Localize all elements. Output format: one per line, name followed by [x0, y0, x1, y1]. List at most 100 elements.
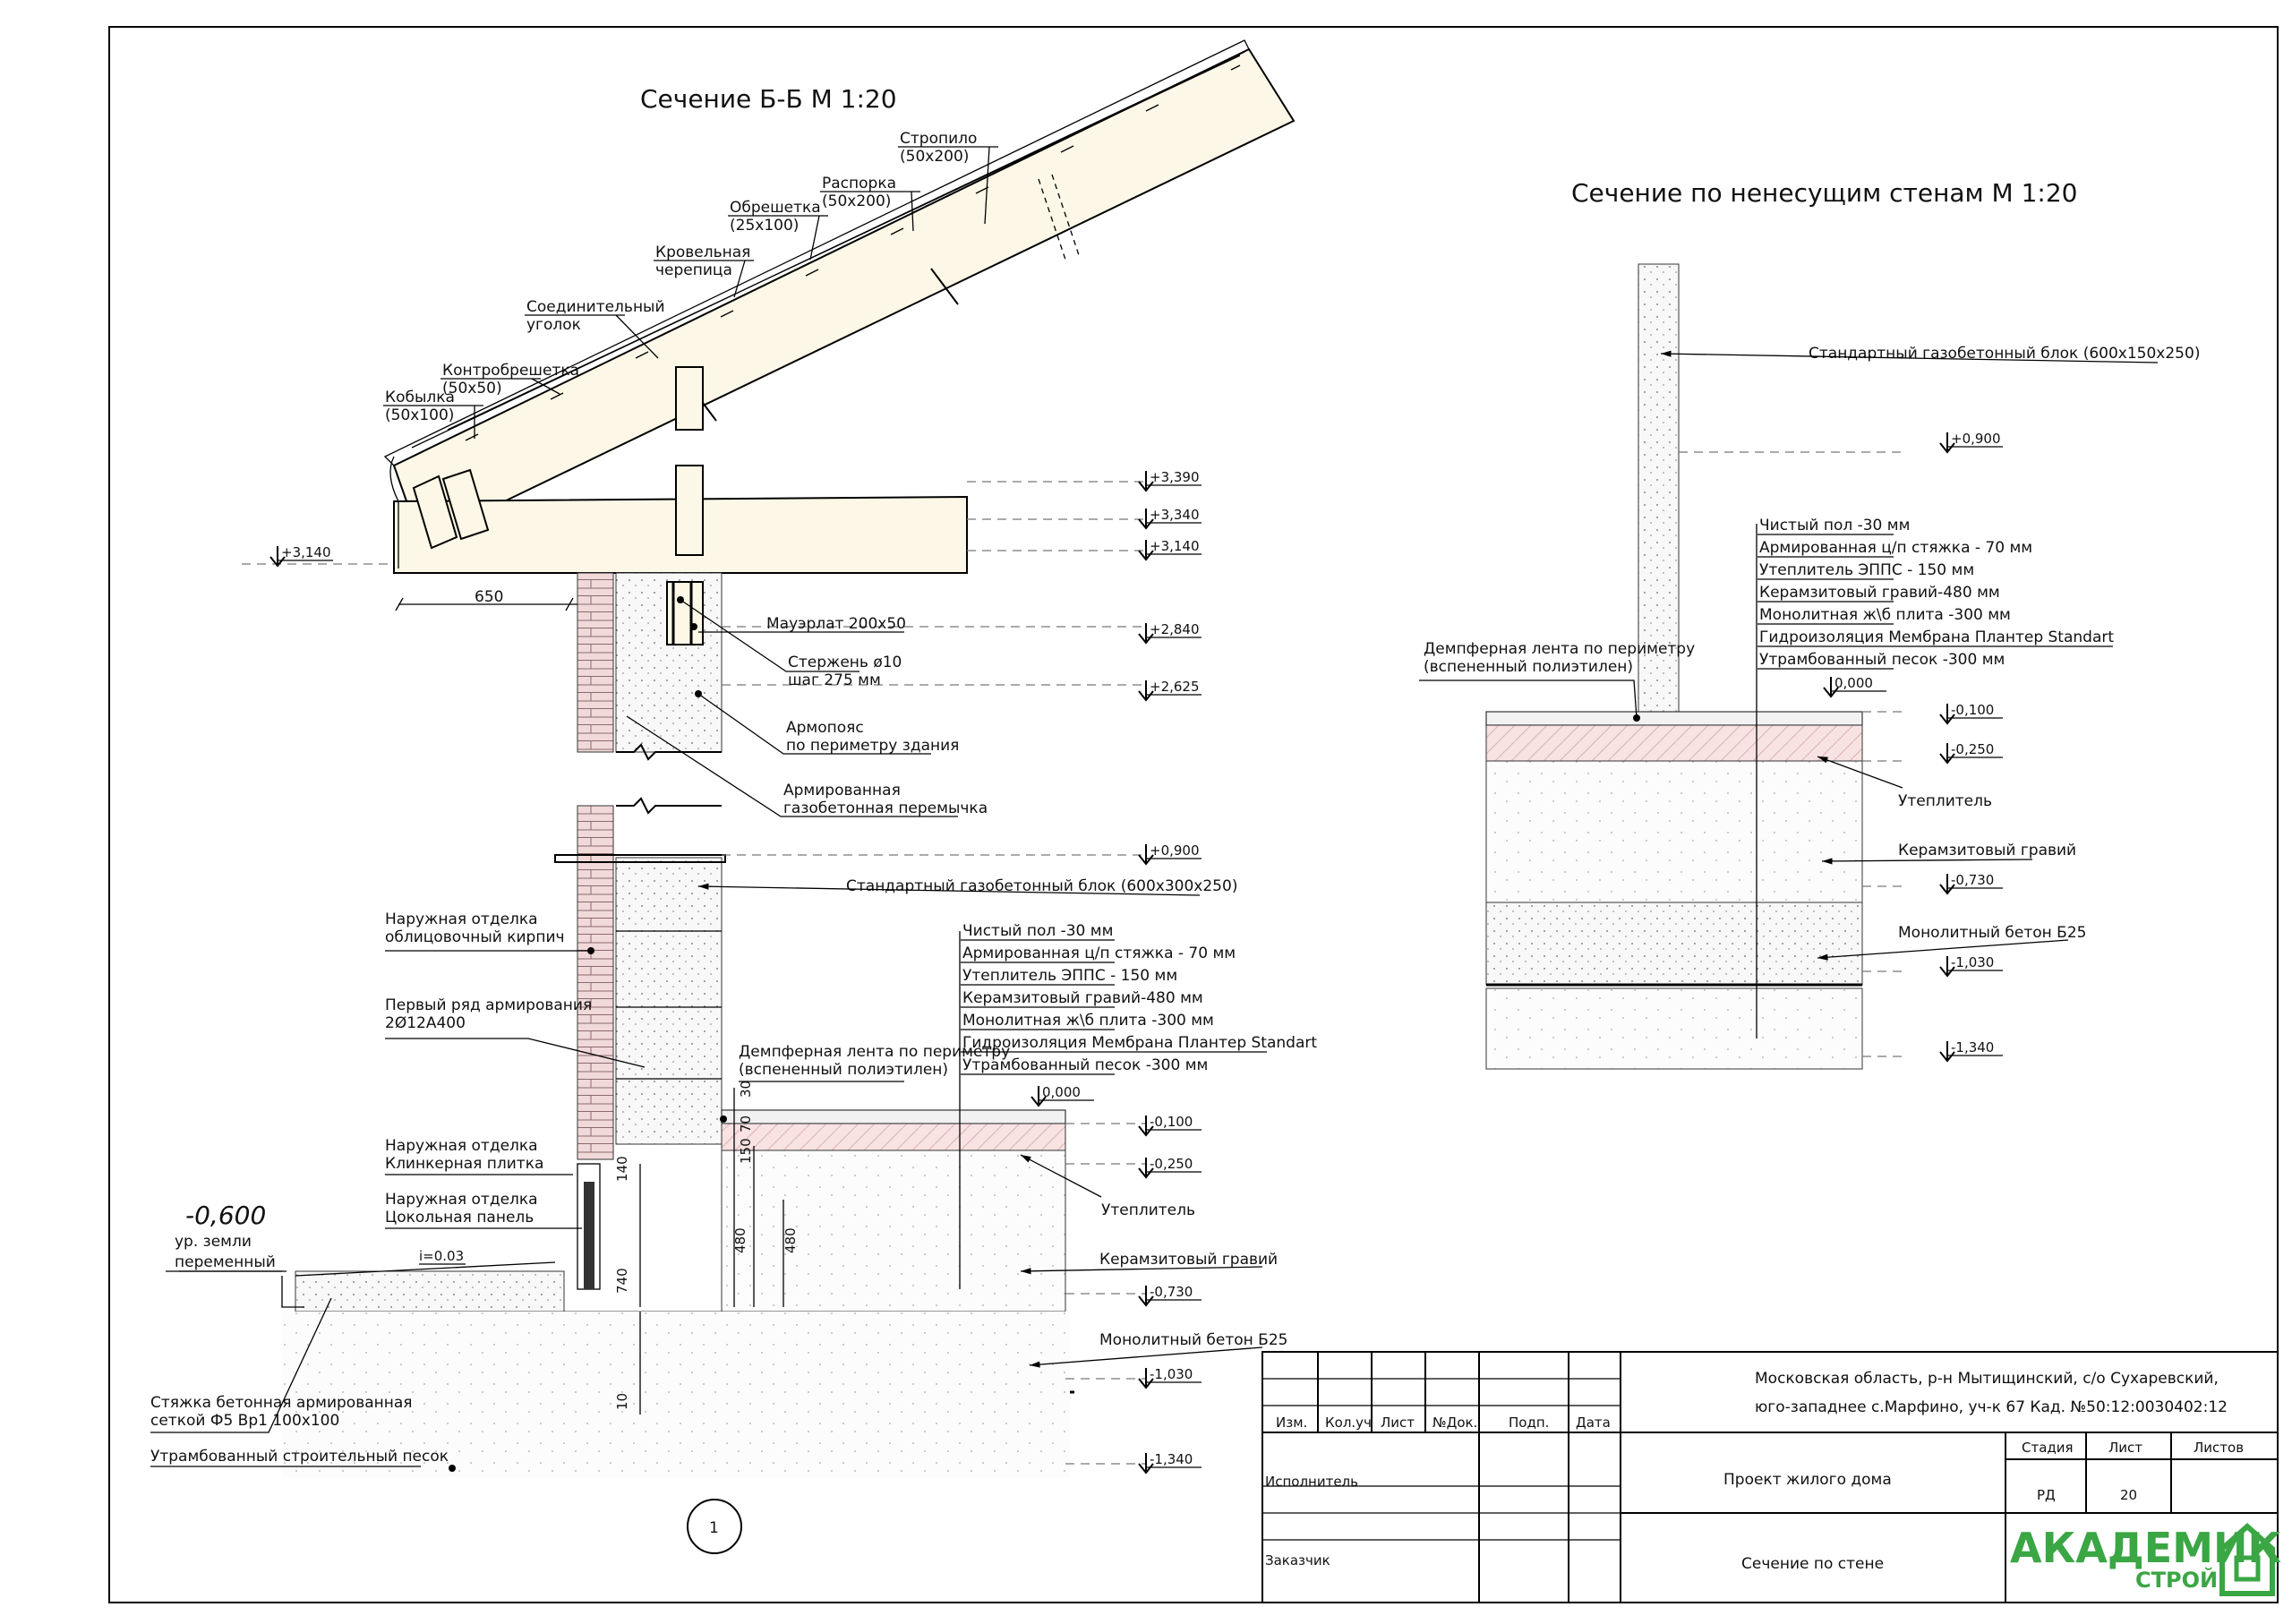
filly-boards [412, 468, 490, 550]
title-block [1261, 1351, 2279, 1603]
roof-label-strut-1: Распорка [822, 175, 896, 192]
label-lintel-1: Армированная [783, 782, 901, 799]
level-left-0: +3,390 [1150, 469, 1200, 485]
level-left-6: 0,000 [1042, 1084, 1081, 1100]
roof-label-counter_batten-2: (50х50) [442, 380, 502, 397]
level-right-4: -0,730 [1951, 872, 1994, 888]
floor-stack-right-4: Монолитная ж\б плита -300 мм [1759, 606, 2011, 624]
tb-h-podp: Подп. [1509, 1415, 1549, 1431]
floor-stack-left-6: Утрамбованный песок -300 мм [962, 1056, 1208, 1074]
roof-label-tile-2: черепица [655, 261, 732, 279]
tb-stage: РД [2037, 1487, 2056, 1503]
tb-h-izm: Изм. [1276, 1415, 1307, 1431]
left-wall-lower [554, 797, 726, 1290]
label-armbelt-1: Армопояс [786, 719, 864, 737]
tb-address-1: Московская область, р-н Мытищинский, с/о… [1755, 1370, 2219, 1388]
label-mauerlat: Мауэрлат 200х50 [766, 615, 906, 633]
tb-sheet: 20 [2120, 1487, 2137, 1503]
label-brick-2: облицовочный кирпич [385, 928, 565, 946]
roof [383, 39, 1296, 574]
tb-customer: Заказчик [1265, 1552, 1330, 1568]
level-left-8: -0,250 [1150, 1156, 1193, 1172]
post [675, 465, 704, 556]
dim-1: 70 [738, 1115, 754, 1133]
dim-5: 140 [614, 1156, 630, 1182]
logo: АКАДЕМИК СТРОЙ [2010, 1522, 2281, 1596]
annotations: Стропило(50х200)Распорка(50х200)Обрешетк… [150, 130, 2200, 1474]
levels-left [242, 481, 1146, 1465]
tb-sheet-label: Лист [2108, 1440, 2142, 1456]
label-slope: i=0.03 [419, 1248, 464, 1264]
label-clinker-2: Клинкерная плитка [385, 1155, 543, 1173]
logo-line2: СТРОЙ [2135, 1567, 2218, 1593]
floor-stack-right-6: Утрамбованный песок -300 мм [1759, 651, 2005, 669]
label-plinth-2: Цокольная панель [385, 1209, 534, 1227]
left-wall-upper [577, 572, 723, 761]
level-eave: +3,140 [281, 544, 331, 560]
level-right-5: -1,030 [1951, 954, 1994, 970]
floor-stack-left-1: Армированная ц/п стяжка - 70 мм [962, 944, 1236, 962]
dim-7: 10 [614, 1393, 630, 1410]
tb-address-2: юго-западнее с.Марфино, уч-к 67 Кад. №50… [1755, 1398, 2228, 1416]
dim-6: 740 [614, 1268, 630, 1294]
logo-house-icon [2219, 1522, 2275, 1596]
floor-layers-left [179, 1109, 1074, 1477]
overhang-dim [395, 597, 577, 611]
level-left-2: +3,140 [1150, 538, 1200, 554]
label-damper-right-2: (вспененный полиэтилен) [1424, 658, 1633, 676]
title-section-bb: Сечение Б-Б М 1:20 [640, 84, 897, 114]
label-damper-left-2: (вспененный полиэтилен) [739, 1061, 948, 1079]
floor-stack-left-5: Гидроизоляция Мембрана Плантер Standart [962, 1034, 1317, 1052]
level-left-1: +3,340 [1150, 507, 1200, 523]
roof-label-rafter-1: Стропило [900, 130, 977, 148]
roof-label-filly-2: (50х100) [385, 406, 454, 424]
tb-stage-label: Стадия [2022, 1440, 2074, 1456]
label-concrete-left: Монолитный бетон Б25 [1099, 1331, 1287, 1349]
level-left-3: +2,840 [1150, 621, 1200, 637]
dim-2: 150 [738, 1138, 754, 1164]
roof-label-batten-2: (25х100) [730, 217, 799, 235]
label-first-row-2: 2Ø12А400 [385, 1014, 466, 1032]
tb-sheet-title: Сечение по стене [1741, 1555, 1884, 1573]
axis-bubble [687, 1499, 742, 1554]
roof-label-rafter-2: (50х200) [900, 148, 969, 166]
axis-label: 1 [709, 1519, 719, 1537]
level-right-3: -0,250 [1951, 741, 1994, 757]
label-gravel-left: Керамзитовый гравий [1099, 1251, 1278, 1269]
roof-label-counter_batten-1: Контробрешетка [442, 362, 579, 380]
dim-3: 480 [732, 1227, 748, 1253]
level-left-9: -0,730 [1150, 1284, 1193, 1300]
roof-label-batten-1: Обрешетка [730, 199, 821, 217]
level-left-4: +2,625 [1150, 679, 1200, 695]
floor-stack-left-0: Чистый пол -30 мм [962, 922, 1113, 940]
label-ground-level: -0,600 [185, 1201, 266, 1230]
sheet-frame [108, 26, 2279, 1603]
tb-h-date: Дата [1576, 1415, 1611, 1431]
label-ground-1: ур. земли [175, 1233, 252, 1251]
strut-post [675, 366, 704, 431]
label-damper-left-1: Демпферная лента по периметру [739, 1043, 1010, 1061]
label-insulation-right: Утеплитель [1898, 792, 1992, 810]
level-right-0: +0,900 [1951, 431, 2001, 447]
label-clinker-1: Наружная отделка [385, 1137, 538, 1155]
roof-label-tile-1: Кровельная [655, 244, 750, 261]
label-armbelt-2: по периметру здания [786, 737, 959, 755]
tb-executor: Исполнитель [1265, 1474, 1358, 1490]
tb-h-kolych: Кол.уч [1325, 1415, 1372, 1431]
label-plinth-1: Наружная отделка [385, 1191, 538, 1209]
label-gravel-right: Керамзитовый гравий [1898, 842, 2076, 859]
tb-project: Проект жилого дома [1723, 1471, 1892, 1489]
right-section [1485, 263, 1907, 1070]
rafter [392, 47, 1296, 543]
floor-stack-right-5: Гидроизоляция Мембрана Плантер Standart [1759, 628, 2114, 646]
dim-4: 480 [783, 1227, 799, 1253]
level-left-11: -1,340 [1150, 1451, 1193, 1467]
label-brick-1: Наружная отделка [385, 910, 538, 928]
floor-stack-right-2: Утеплитель ЭППС - 150 мм [1759, 561, 1974, 579]
roof-label-connector-1: Соединительный [526, 298, 665, 316]
floor-stack-left-4: Монолитная ж\б плита -300 мм [962, 1012, 1214, 1030]
level-left-5: +0,900 [1150, 842, 1200, 859]
tb-sheets-label: Листов [2194, 1440, 2244, 1456]
label-concrete-right: Монолитный бетон Б25 [1898, 924, 2086, 942]
